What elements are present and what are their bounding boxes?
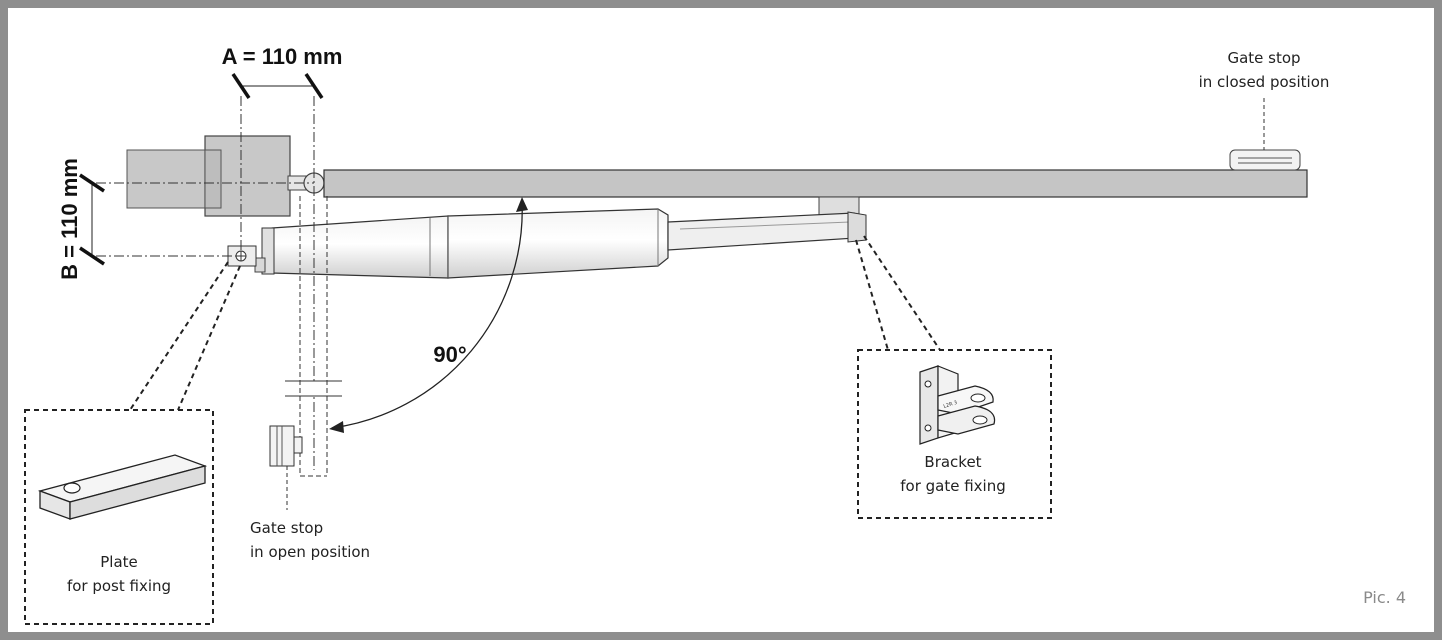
dimension-b-label: B = 110 mm [57,158,82,280]
post [126,135,291,217]
bracket-marking: L2R 3 [943,400,958,410]
callout-leaders [129,235,941,411]
angle-label: 90° [433,342,466,367]
gate-stop-closed-label-line2: in closed position [1199,73,1330,91]
bracket-icon: L2R 3 [919,365,996,445]
dimension-b: B = 110 mm [57,158,105,280]
bracket-label-line1: Bracket [924,453,981,471]
gate-stop-closed-label-line1: Gate stop [1227,49,1300,67]
plate-label-line2: for post fixing [67,577,171,595]
dimension-a: A = 110 mm [222,44,343,99]
actuator [254,208,867,279]
diagram-frame [8,8,1434,632]
plate-callout: Plate for post fixing [24,409,214,625]
gate-stop-open [269,425,303,467]
dimension-a-label: A = 110 mm [222,44,343,69]
post-bracket-mounted [227,245,257,267]
dimension-centerlines [96,96,315,470]
angle-arc: 90° [329,197,528,433]
gate-stop-open-label-line2: in open position [250,543,370,561]
gate-stop-open-label-line1: Gate stop [250,519,323,537]
plate-icon [37,454,208,520]
plate-label-line1: Plate [100,553,138,571]
bracket-label-line2: for gate fixing [900,477,1006,495]
gate-open-outline [299,196,328,477]
gate-stop-closed [1229,149,1301,171]
break-marks [285,380,342,397]
figure-label: Pic. 4 [1363,588,1406,607]
gate-leaf [323,169,1308,198]
gate-hinge [287,172,325,194]
bracket-callout: L2R 3 Bracket for gate fixing [857,349,1052,519]
